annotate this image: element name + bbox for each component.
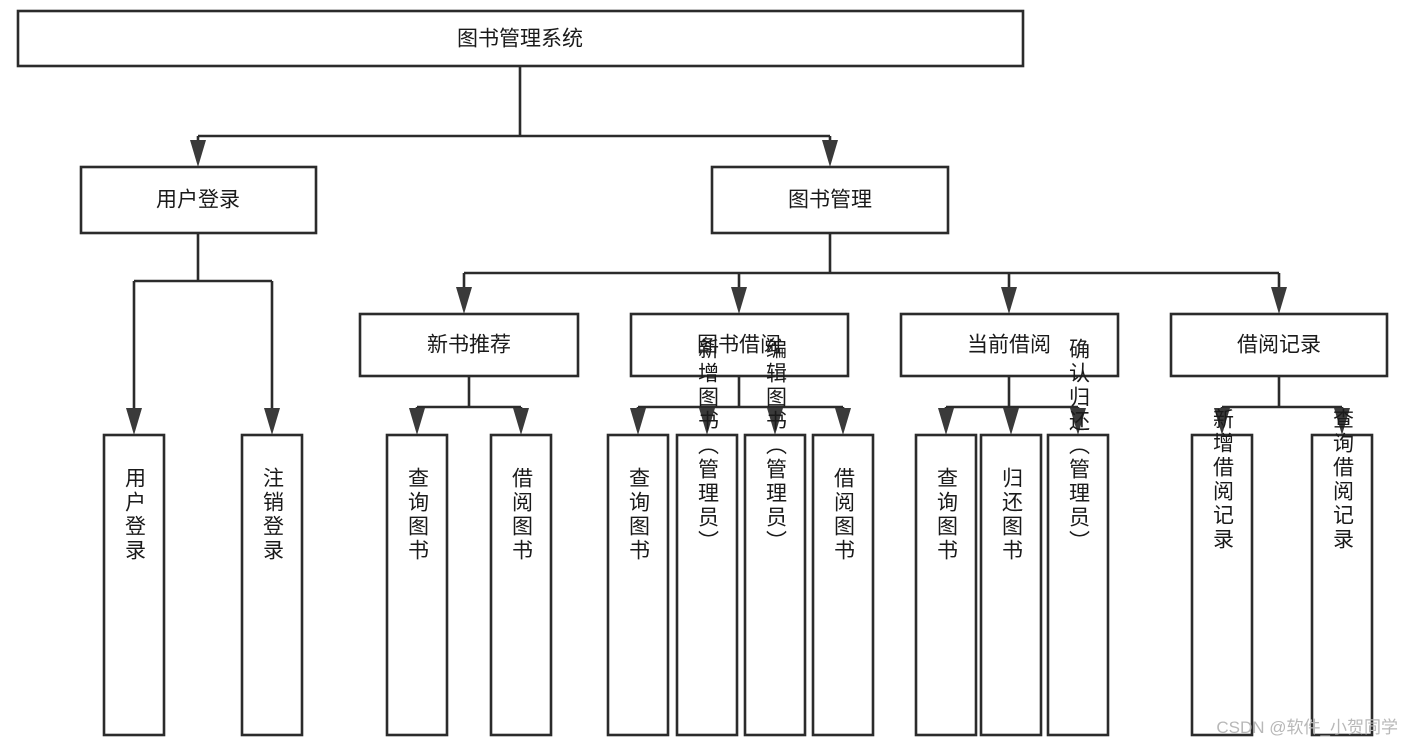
leaf-node-return-book[interactable]: 归还图书 bbox=[979, 433, 1043, 737]
leaf-query-book-1-label: 查询图书 bbox=[406, 467, 430, 563]
node-user-login-box[interactable] bbox=[79, 165, 318, 235]
node-new-book-recommend[interactable]: 新书推荐 bbox=[358, 312, 580, 378]
leaf-return-book-label: 归还图书 bbox=[1000, 467, 1024, 563]
node-book-manage-label: 图书管理 bbox=[788, 189, 872, 212]
leaf-query-record-label: 查询借阅记录 bbox=[1331, 408, 1355, 552]
arrowhead-current-borrow bbox=[1001, 287, 1017, 314]
edges-book-borrow-to-leaves bbox=[630, 376, 851, 435]
leaf-node-borrow-book-1[interactable]: 借阅图书 bbox=[489, 433, 553, 737]
leaf-node-add-book[interactable]: 新增图书（管理员） bbox=[675, 338, 739, 737]
node-user-login-label: 用户登录 bbox=[156, 189, 240, 212]
leaf-query-book-3-box[interactable] bbox=[914, 433, 978, 737]
arrowhead-book-manage bbox=[822, 140, 838, 167]
node-root[interactable]: 图书管理系统 bbox=[16, 9, 1025, 68]
leaf-edit-book-label: 编辑图书（管理员） bbox=[764, 338, 788, 554]
edges-borrow-record-to-leaves bbox=[1214, 376, 1350, 435]
node-user-login[interactable]: 用户登录 bbox=[79, 165, 318, 235]
watermark-label: CSDN @软件_小贺同学 bbox=[1216, 718, 1398, 737]
node-new-book-recommend-box[interactable] bbox=[358, 312, 580, 378]
leaf-query-book-2-box[interactable] bbox=[606, 433, 670, 737]
node-book-manage-box[interactable] bbox=[710, 165, 950, 235]
leaf-borrow-book-1-box[interactable] bbox=[489, 433, 553, 737]
leaf-return-book-box[interactable] bbox=[979, 433, 1043, 737]
arrowhead-bb-leaf-1 bbox=[630, 408, 646, 435]
arrowhead-bb-leaf-4 bbox=[835, 408, 851, 435]
leaf-edit-book-box[interactable] bbox=[743, 433, 807, 737]
leaf-add-record-label: 新增借阅记录 bbox=[1211, 408, 1235, 552]
arrowhead-nb-leaf-1 bbox=[409, 408, 425, 435]
leaf-borrow-book-2-box[interactable] bbox=[811, 433, 875, 737]
leaf-query-record-box[interactable] bbox=[1310, 433, 1374, 737]
leaf-node-query-book-3[interactable]: 查询图书 bbox=[914, 433, 978, 737]
leaf-node-user-login[interactable]: 用户登录 bbox=[102, 433, 166, 737]
edges-current-borrow-to-leaves bbox=[938, 376, 1086, 435]
node-current-borrow-box[interactable] bbox=[899, 312, 1120, 378]
leaf-node-borrow-book-2[interactable]: 借阅图书 bbox=[811, 433, 875, 737]
leaf-confirm-return-box[interactable] bbox=[1046, 433, 1110, 737]
edges-book-manage-to-level3 bbox=[456, 233, 1287, 314]
arrowhead-bb-leaf-2 bbox=[699, 408, 715, 435]
leaf-query-book-1-box[interactable] bbox=[385, 433, 449, 737]
node-book-manage[interactable]: 图书管理 bbox=[710, 165, 950, 235]
node-book-borrow[interactable]: 图书借阅 bbox=[629, 312, 850, 378]
node-borrow-record[interactable]: 借阅记录 bbox=[1169, 312, 1389, 378]
leaf-query-book-3-label: 查询图书 bbox=[935, 467, 959, 563]
leaf-node-query-book-1[interactable]: 查询图书 bbox=[385, 433, 449, 737]
leaf-add-book-label: 新增图书（管理员） bbox=[696, 338, 720, 554]
node-root-box[interactable] bbox=[16, 9, 1025, 68]
arrowhead-book-borrow bbox=[731, 287, 747, 314]
edges-user-login-to-leaves bbox=[126, 233, 280, 435]
arrowhead-bb-leaf-3 bbox=[767, 408, 783, 435]
edges-root-to-level2 bbox=[190, 66, 838, 167]
arrowhead-cb-leaf-2 bbox=[1003, 408, 1019, 435]
arrowhead-user-login bbox=[190, 140, 206, 167]
node-book-borrow-box[interactable] bbox=[629, 312, 850, 378]
node-borrow-record-label: 借阅记录 bbox=[1237, 334, 1321, 357]
leaf-user-login-box[interactable] bbox=[102, 433, 166, 737]
leaf-logout-label: 注销登录 bbox=[261, 467, 285, 563]
arrowhead-new-book-recommend bbox=[456, 287, 472, 314]
arrowhead-br-leaf-2 bbox=[1334, 408, 1350, 435]
leaf-confirm-return-label: 确认归还（管理员） bbox=[1067, 338, 1091, 554]
leaf-node-add-record[interactable]: 新增借阅记录 bbox=[1190, 408, 1254, 737]
leaf-user-login-label: 用户登录 bbox=[123, 467, 147, 563]
leaf-add-record-box[interactable] bbox=[1190, 433, 1254, 737]
leaf-logout-box[interactable] bbox=[240, 433, 304, 737]
leaf-node-logout[interactable]: 注销登录 bbox=[240, 433, 304, 737]
edges-new-book-to-leaves bbox=[409, 376, 529, 435]
node-book-borrow-label: 图书借阅 bbox=[697, 334, 781, 357]
leaf-node-edit-book[interactable]: 编辑图书（管理员） bbox=[743, 338, 807, 737]
arrowhead-nb-leaf-2 bbox=[513, 408, 529, 435]
leaf-query-book-2-label: 查询图书 bbox=[627, 467, 651, 563]
arrowhead-leaf-logout bbox=[264, 408, 280, 435]
arrowhead-leaf-user-login bbox=[126, 408, 142, 435]
leaf-borrow-book-1-label: 借阅图书 bbox=[510, 467, 534, 563]
arrowhead-br-leaf-1 bbox=[1214, 408, 1230, 435]
leaf-node-query-record[interactable]: 查询借阅记录 bbox=[1310, 408, 1374, 737]
leaf-node-query-book-2[interactable]: 查询图书 bbox=[606, 433, 670, 737]
node-root-label: 图书管理系统 bbox=[457, 28, 583, 51]
arrowhead-cb-leaf-1 bbox=[938, 408, 954, 435]
node-current-borrow-label: 当前借阅 bbox=[967, 334, 1051, 357]
node-borrow-record-box[interactable] bbox=[1169, 312, 1389, 378]
leaf-add-book-box[interactable] bbox=[675, 433, 739, 737]
leaf-borrow-book-2-label: 借阅图书 bbox=[832, 467, 856, 563]
node-current-borrow[interactable]: 当前借阅 bbox=[899, 312, 1120, 378]
arrowhead-borrow-record bbox=[1271, 287, 1287, 314]
leaf-node-confirm-return[interactable]: 确认归还（管理员） bbox=[1046, 338, 1110, 737]
node-new-book-recommend-label: 新书推荐 bbox=[427, 334, 511, 357]
arrowhead-cb-leaf-3 bbox=[1070, 408, 1086, 435]
